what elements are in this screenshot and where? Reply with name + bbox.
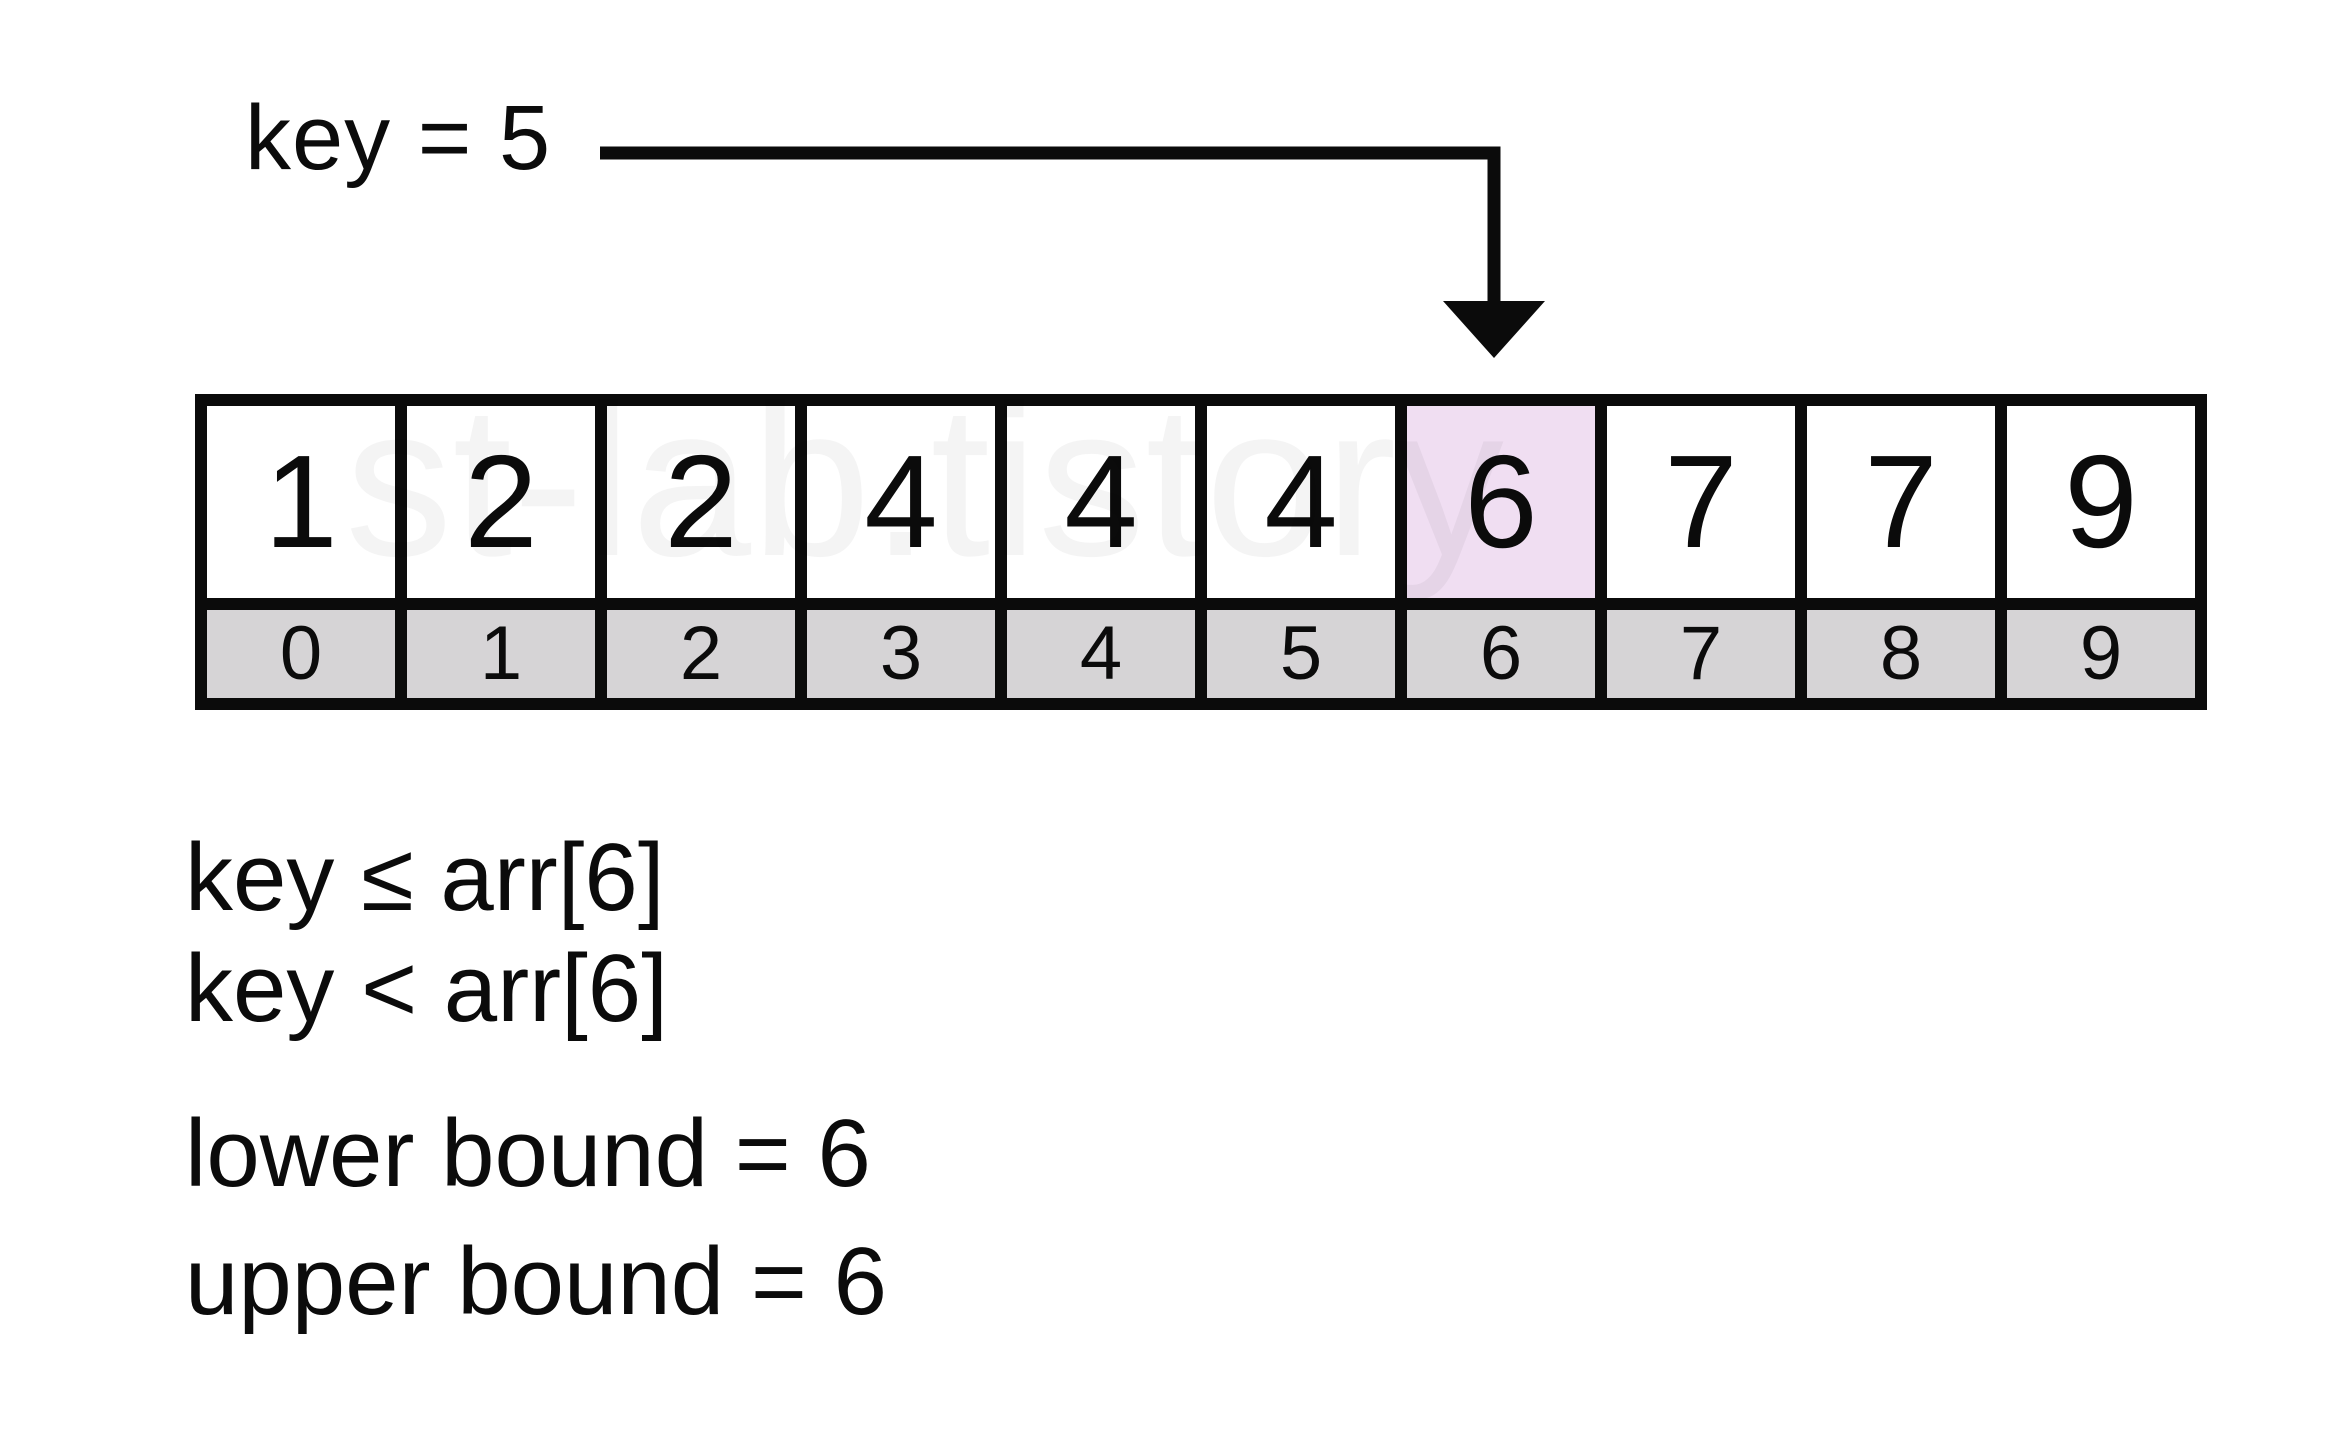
condition-block: key ≤ arr[6] key < arr[6] xyxy=(185,822,668,1045)
sorted-array: 1 2 2 4 4 4 6 7 7 9 0 1 2 3 4 5 6 7 8 9 xyxy=(195,394,2207,710)
array-index-cell: 9 xyxy=(2007,610,2195,698)
array-index-cell: 0 xyxy=(207,610,395,698)
arrow-shaft xyxy=(600,146,1501,312)
condition-lower: key ≤ arr[6] xyxy=(185,824,665,931)
array-value-cell: 2 xyxy=(607,406,795,598)
array-index-cell: 6 xyxy=(1407,610,1595,698)
array-index-cell: 4 xyxy=(1007,610,1195,698)
array-index-cell: 2 xyxy=(607,610,795,698)
array-index-cell: 7 xyxy=(1607,610,1795,698)
array-value-cell: 2 xyxy=(407,406,595,598)
array-index-cell: 1 xyxy=(407,610,595,698)
array-value-cell: 4 xyxy=(807,406,995,598)
array-value-cell-highlighted: 6 xyxy=(1407,406,1595,598)
array-value-cell: 7 xyxy=(1607,406,1795,598)
upper-bound-result: upper bound = 6 xyxy=(185,1227,887,1335)
key-value-label: key = 5 xyxy=(245,87,552,189)
array-index-cell: 5 xyxy=(1207,610,1395,698)
array-value-cell: 1 xyxy=(207,406,395,598)
condition-upper: key < arr[6] xyxy=(185,935,668,1043)
array-value-cell: 4 xyxy=(1207,406,1395,598)
array-value-cell: 4 xyxy=(1007,406,1195,598)
array-value-cell: 7 xyxy=(1807,406,1995,598)
lower-bound-result: lower bound = 6 xyxy=(185,1100,871,1207)
array-value-cell: 9 xyxy=(2007,406,2195,598)
result-block: lower bound = 6 upper bound = 6 xyxy=(185,1090,887,1345)
array-index-cell: 3 xyxy=(807,610,995,698)
arrow-head-icon xyxy=(1443,301,1545,358)
array-index-cell: 8 xyxy=(1807,610,1995,698)
